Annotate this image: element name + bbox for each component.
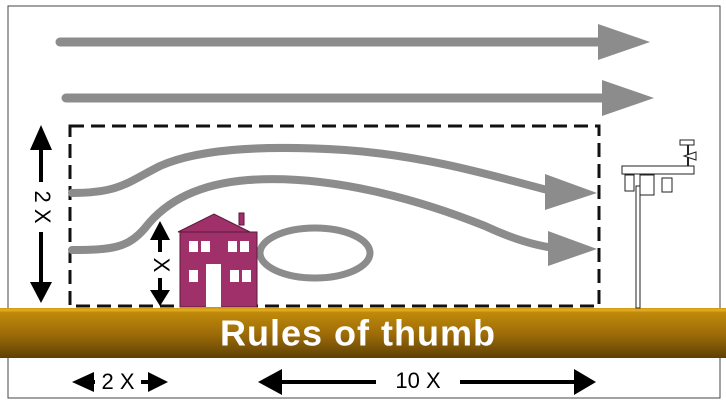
- flow-curve-upper: [68, 143, 597, 210]
- turbulence-zone-box: [68, 124, 601, 308]
- ground-bar: [0, 308, 726, 358]
- upwind-2x-arrow: [72, 368, 168, 396]
- height-x-arrow: [149, 221, 171, 306]
- height-2x-label: 2 X: [30, 190, 55, 223]
- weather-station-icon: [621, 139, 697, 309]
- upwind-2x-label: 2 X: [101, 369, 134, 394]
- height-2x-arrow: [28, 125, 54, 303]
- eddy-loop: [256, 224, 374, 282]
- banner-title: Rules of thumb: [220, 313, 496, 354]
- downwind-10x-label: 10 X: [395, 368, 441, 393]
- flow-arrow-second: [61, 80, 654, 116]
- height-x-label: X: [149, 258, 174, 273]
- flow-curve-lower: [68, 175, 597, 266]
- downwind-10x-arrow: [258, 366, 596, 396]
- flow-arrow-top: [55, 24, 650, 60]
- house-icon: [177, 212, 258, 308]
